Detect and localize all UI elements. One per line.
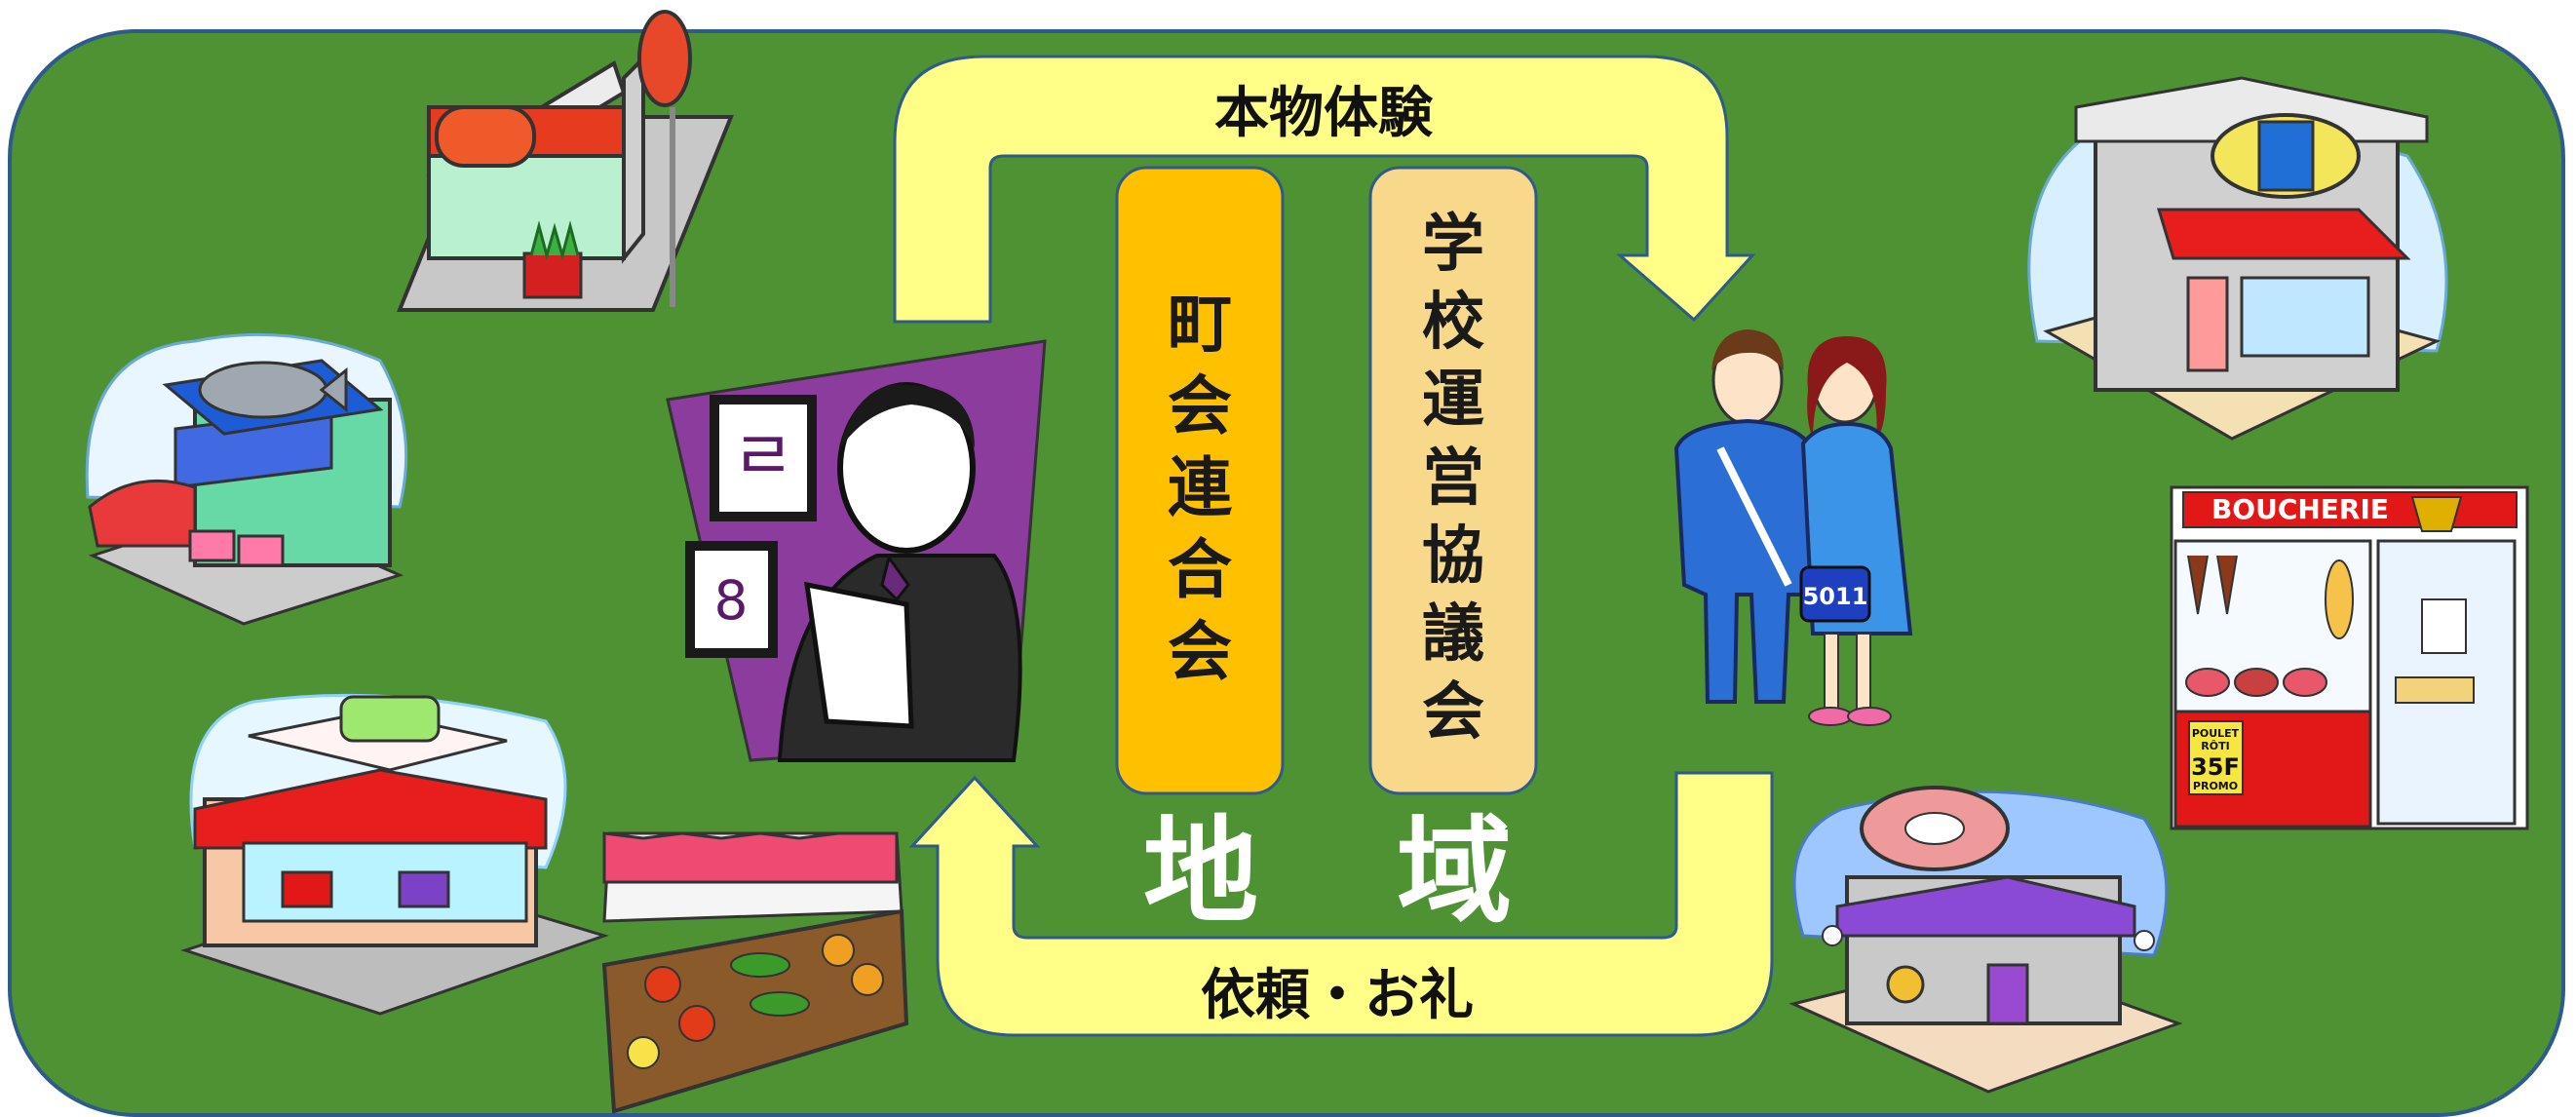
school-council-label-char-5: 協 [1422,520,1484,593]
vegetable-stand-icon [601,831,909,1114]
butcher-poster-line2: RÔTI [2201,740,2229,752]
students-pair-icon: 5011 [1673,329,1913,726]
region-char-1: 地 [1143,804,1258,939]
businessman-reading-icon: ㄹ 8 [666,339,1047,762]
meat-shop-icon [1788,786,2183,1094]
butcher-poster-price: 35F [2191,753,2240,781]
school-council-label-char-2: 校 [1422,287,1484,359]
region-char-2: 域 [1397,804,1512,939]
school-council-label-char-7: 会 [1422,676,1484,749]
furniture-store-icon [180,693,609,1016]
town-association-label-char-1: 町 [1168,287,1232,362]
school-council-label-char-1: 学 [1422,209,1484,281]
butcher-poster-line1: POULET [2192,727,2240,740]
town-association-label-char-3: 連 [1168,450,1233,525]
clothing-shop-icon [2027,76,2448,441]
town-association-label-char-2: 会 [1168,368,1232,443]
fish-shop-icon [85,332,408,626]
butcher-sign-text: BOUCHERIE [2211,493,2389,525]
restaurant-building-icon [397,10,734,312]
bottom-arrow [908,771,1774,1037]
school-council-label-char-3: 運 [1422,365,1484,437]
student-bag-label: 5011 [1803,583,1868,610]
school-council-box [1368,166,1538,795]
town-association-label-char-4: 合 [1168,532,1232,607]
butcher-poster-line3: PROMO [2193,780,2238,792]
top-arrow-label: 本物体験 [1214,82,1434,145]
town-association-box [1115,166,1285,795]
school-council-label-char-6: 議 [1422,598,1484,671]
top-arrow [893,55,1756,324]
butcher-shop-icon: BOUCHERIE POULET RÔTI 35F PROMO [2170,485,2529,830]
bottom-arrow-label: 依頼・お礼 [1201,964,1474,1027]
town-association-label-char-5: 会 [1168,614,1232,689]
school-council-label-char-4: 営 [1422,443,1484,515]
svg-text:ㄹ: ㄹ [732,416,794,496]
svg-text:8: 8 [714,569,749,632]
